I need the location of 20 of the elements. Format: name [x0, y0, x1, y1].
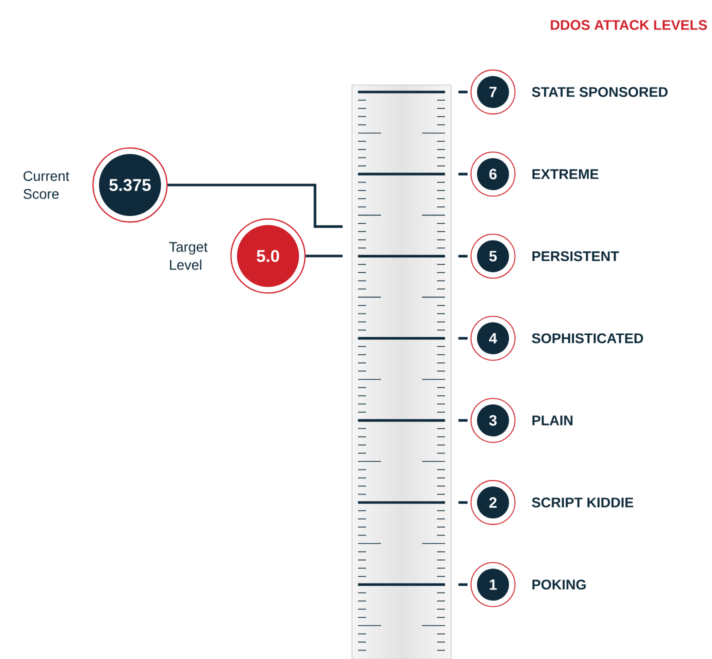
- title: DDOS ATTACK LEVELS: [550, 20, 707, 30]
- leader-line: [458, 501, 468, 504]
- circle-caption: Current Score: [24, 171, 70, 199]
- level-name: EXTREME: [532, 169, 598, 179]
- level-name: SOPHISTICATED: [532, 333, 644, 344]
- circle-caption: Target Level: [169, 242, 208, 270]
- leader-line: [458, 172, 468, 176]
- level-name: PLAIN: [532, 416, 572, 426]
- level-name: SCRIPT KIDDIE: [532, 498, 634, 508]
- leader-line: [458, 254, 468, 258]
- leader-line: [458, 583, 468, 586]
- level-name: PERSISTENT: [532, 251, 619, 262]
- leader-line: [458, 90, 468, 94]
- level-name: STATE SPONSORED: [532, 87, 668, 97]
- leader-line: [458, 419, 468, 422]
- level-name: POKING: [532, 580, 586, 590]
- leader-line: [306, 254, 343, 258]
- leader-line: [458, 337, 468, 340]
- leader-line: [168, 184, 343, 228]
- ruler-drawing: [352, 84, 452, 659]
